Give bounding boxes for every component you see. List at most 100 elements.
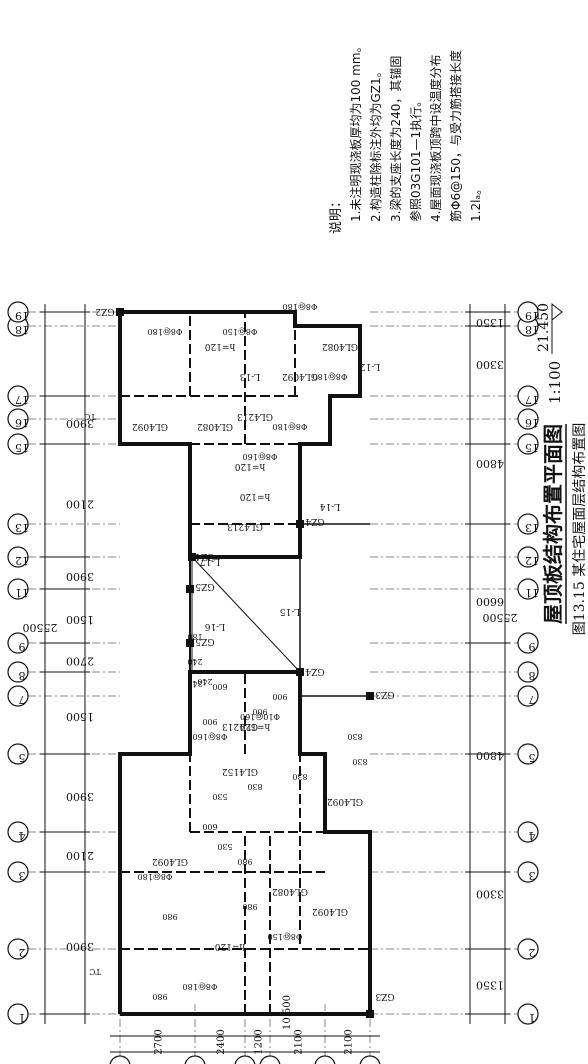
axis-label-bottom-17: 17 xyxy=(525,393,539,406)
axis-label-top-1: 1 xyxy=(19,1011,26,1024)
rebar-label-3: Φ8@160 xyxy=(193,732,228,741)
axis-bubble-bottom-8 xyxy=(517,661,539,683)
size-label-15: 240 xyxy=(197,677,212,686)
dim-bottom-4: 4800 xyxy=(476,457,504,470)
dim-left-total: 10 500 xyxy=(282,995,293,1030)
dim-bottom-5: 3300 xyxy=(476,358,504,371)
slab-thickness-1: h=120 xyxy=(239,721,270,731)
axis-bubble-bottom-4 xyxy=(517,821,539,843)
dim-left-3: 2100 xyxy=(294,1029,305,1054)
axis-bubble-bottom-9 xyxy=(517,632,539,654)
rebar-label-8: Φ8@150 xyxy=(223,327,258,336)
bridge-diagonal xyxy=(191,556,301,673)
axis-label-top-9: 9 xyxy=(19,640,26,653)
letter-bubble-4 xyxy=(314,1055,336,1064)
size-label-1: 980 xyxy=(162,912,177,921)
letter-bubble-2 xyxy=(234,1055,256,1064)
axis-label-bottom-16: 16 xyxy=(525,416,539,429)
dim-bottom-1: 3300 xyxy=(476,888,504,901)
beam-label-8: GL4213 xyxy=(237,411,273,421)
note-line-7: 1.2lₐ。 xyxy=(469,183,483,222)
size-label-5: 830 xyxy=(292,772,307,781)
beam-label-5: GL4213 xyxy=(227,521,263,531)
rebar-label-9: Φ8@180 xyxy=(283,302,318,311)
notes-heading: 说明： xyxy=(329,195,344,234)
dim-bottom-total: 25500 xyxy=(483,611,518,624)
size-label-17: 240 xyxy=(187,657,202,666)
axis-label-top-13: 13 xyxy=(15,521,29,534)
column-label-0: GZ3 xyxy=(375,991,394,1001)
figure-caption: 图13.15 某住宅屋面层结构布置图 xyxy=(572,423,588,636)
note-line-2: 2.构造柱除标注外均为GZ1。 xyxy=(368,65,383,222)
dim-top-3: 1500 xyxy=(66,710,94,723)
dim-left-0: 2700 xyxy=(154,1029,165,1054)
dim-left-2: 1200 xyxy=(254,1029,265,1054)
axis-bubble-bottom-19 xyxy=(517,301,539,323)
beam-label-10: GL4152 xyxy=(222,766,258,776)
axis-label-top-12: 12 xyxy=(15,554,29,567)
beam-label-1: GL4082 xyxy=(272,886,308,896)
beam-label-17: L-17 xyxy=(199,556,220,566)
axis-bubble-top-9 xyxy=(7,632,29,654)
axis-bubble-top-2 xyxy=(7,938,29,960)
dim-top-8: 3900 xyxy=(66,417,94,430)
axis-label-bottom-9: 9 xyxy=(529,640,536,653)
slab-thickness-2: h=120 xyxy=(239,491,270,501)
rebar-label-6: Φ8@180 xyxy=(273,422,308,431)
axis-label-bottom-8: 8 xyxy=(529,669,536,682)
dim-bottom-2: 4800 xyxy=(476,749,504,762)
rebar-label-1: Φ8@150 xyxy=(268,932,303,941)
axis-label-top-17: 17 xyxy=(15,393,29,406)
dim-top-4: 2700 xyxy=(66,655,94,668)
axis-bubble-top-17 xyxy=(7,385,29,407)
beam-label-12: L-12 xyxy=(360,361,380,371)
axis-bubble-top-15 xyxy=(7,433,29,455)
rebar-label-5: Φ8@160 xyxy=(243,452,278,461)
beam-label-11: GL4092 xyxy=(312,906,348,916)
size-label-8: 900 xyxy=(202,717,217,726)
letter-bubble-0 xyxy=(109,1055,131,1064)
column-label-1: GZ4 xyxy=(305,666,324,676)
axis-bubble-top-5 xyxy=(7,743,29,765)
dim-left-1: 2400 xyxy=(216,1029,227,1054)
size-label-7: 830 xyxy=(347,732,362,741)
drawing-title: 屋顶板结构布置平面图 xyxy=(541,424,565,624)
axis-label-bottom-11: 11 xyxy=(525,586,539,599)
size-label-6: 830 xyxy=(352,757,367,766)
axis-bubble-bottom-3 xyxy=(517,861,539,883)
column-label-2: GZ5 xyxy=(195,636,214,646)
note-line-4: 参照03G101—1执行。 xyxy=(408,95,423,222)
dim-top-5: 1500 xyxy=(66,613,94,626)
axis-bubble-top-8 xyxy=(7,661,29,683)
size-label-10: 900 xyxy=(272,692,287,701)
axis-bubble-bottom-15 xyxy=(517,433,539,455)
slab-thickness-0: h=120 xyxy=(214,941,245,951)
axis-bubble-top-7 xyxy=(7,685,29,707)
size-label-19: TC xyxy=(89,967,100,976)
size-label-18: 180 xyxy=(187,632,202,641)
axis-label-top-16: 16 xyxy=(15,416,29,429)
beam-label-6: GL4092 xyxy=(282,371,318,381)
rebar-label-0: Φ8@180 xyxy=(183,982,218,991)
axis-label-bottom-19: 19 xyxy=(525,309,539,322)
axis-label-top-7: 7 xyxy=(19,693,26,706)
dim-top-1: 2100 xyxy=(66,849,94,862)
axis-label-top-18: 18 xyxy=(15,323,29,336)
axis-label-top-3: 3 xyxy=(19,869,26,882)
letter-bubble-1 xyxy=(184,1055,206,1064)
size-label-9: 900 xyxy=(252,707,267,716)
axis-bubble-bottom-11 xyxy=(517,578,539,600)
axis-label-top-4: 4 xyxy=(19,829,26,842)
size-label-20: TC xyxy=(84,412,95,421)
column-label-4: GZ4 xyxy=(195,551,214,561)
axis-bubble-top-16 xyxy=(7,408,29,430)
column-label-5: GZ4 xyxy=(305,516,324,526)
size-label-0: 980 xyxy=(152,992,167,1001)
axis-bubble-bottom-2 xyxy=(517,938,539,960)
axis-label-top-5: 5 xyxy=(19,751,26,764)
column-label-7: GZ2 xyxy=(95,306,114,316)
slab-thickness-3: h=120 xyxy=(204,341,235,351)
size-label-16: 240 xyxy=(187,679,202,688)
